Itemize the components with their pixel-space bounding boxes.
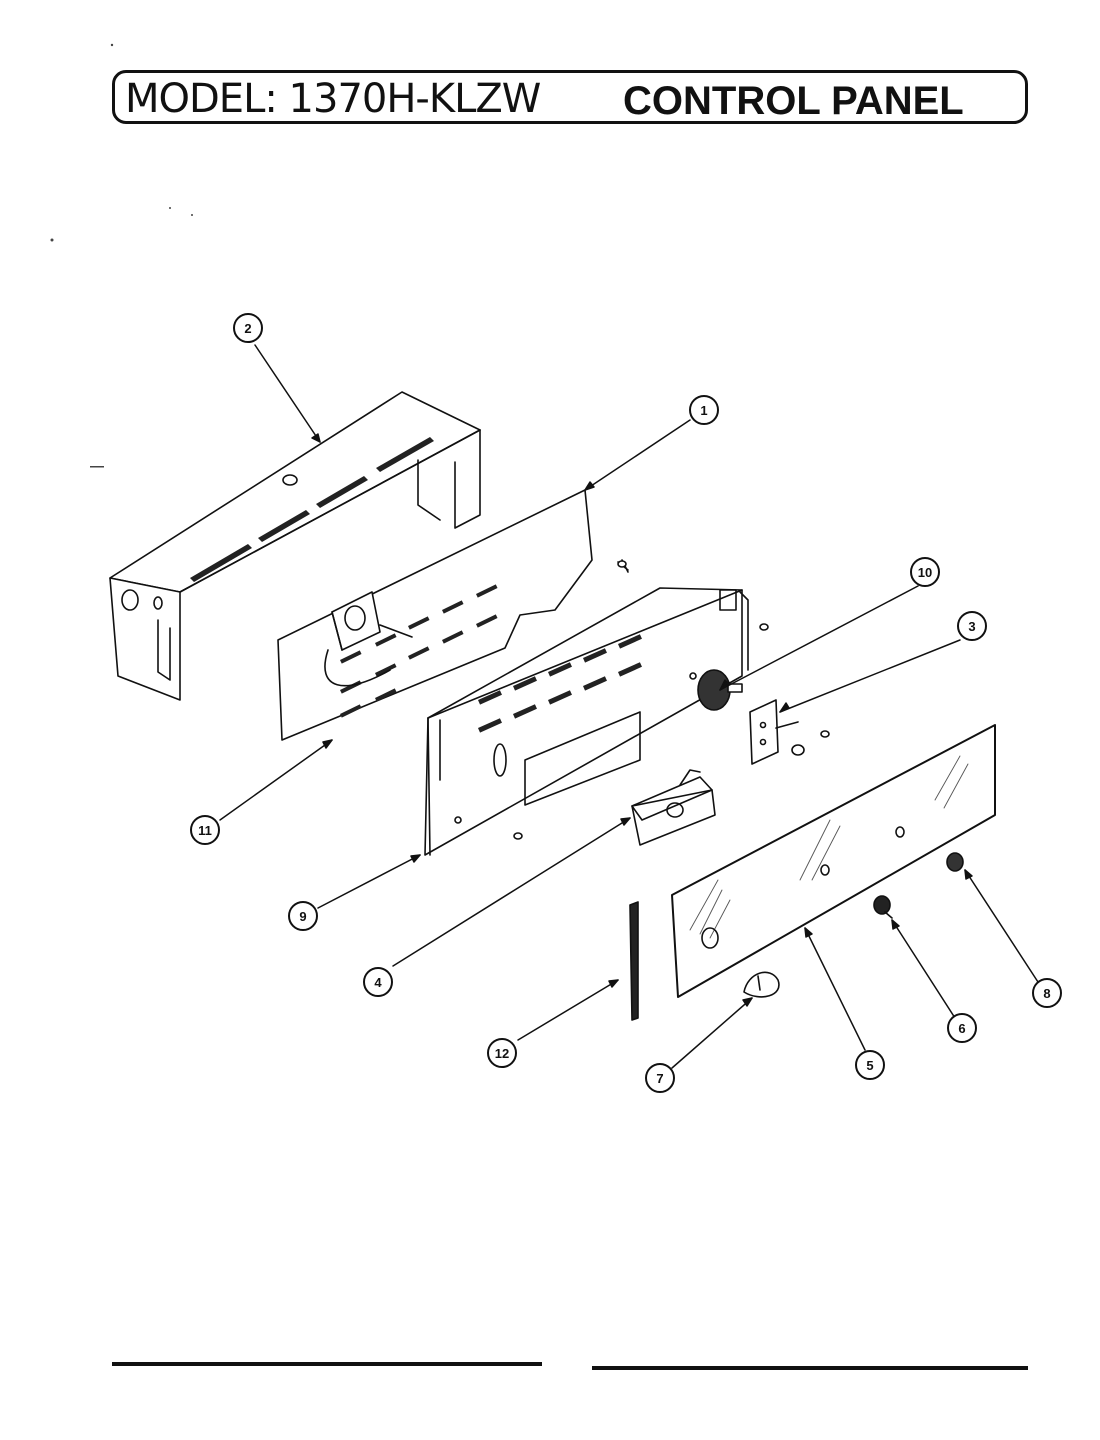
model-number: MODEL: 1370H-KLZW <box>125 76 541 122</box>
callout-3-label: 3 <box>968 619 975 634</box>
front-frame-part <box>424 587 749 856</box>
glass-panel-part <box>671 724 996 998</box>
callout-2: 2 <box>233 313 263 343</box>
callout-12: 12 <box>487 1038 517 1068</box>
knob-part <box>743 971 780 998</box>
small-screws <box>513 560 830 840</box>
callout-5: 5 <box>855 1050 885 1080</box>
title-banner: MODEL: 1370H-KLZW CONTROL PANEL <box>112 70 1028 124</box>
callout-12-label: 12 <box>495 1046 509 1061</box>
callout-10-label: 10 <box>918 565 932 580</box>
back-panel-part <box>277 489 629 741</box>
rotary-switch-part <box>697 669 743 711</box>
callout-6: 6 <box>947 1013 977 1043</box>
light-housing-part <box>631 769 716 846</box>
leader-lines <box>219 344 1039 1069</box>
callout-7: 7 <box>645 1063 675 1093</box>
callout-1-label: 1 <box>700 403 707 418</box>
callout-4: 4 <box>363 967 393 997</box>
callout-7-label: 7 <box>656 1071 663 1086</box>
rear-housing-part <box>109 391 481 701</box>
section-title: CONTROL PANEL <box>623 79 964 123</box>
callout-8: 8 <box>1032 978 1062 1008</box>
footer-rule-left <box>112 1362 542 1366</box>
scan-specks <box>50 43 193 468</box>
clip-part <box>946 852 964 872</box>
footer-rule-right <box>592 1366 1028 1370</box>
callout-4-label: 4 <box>374 975 382 990</box>
callout-9: 9 <box>288 901 318 931</box>
callout-8-label: 8 <box>1043 986 1050 1001</box>
clock-module-part <box>324 591 413 687</box>
mounting-bracket-part <box>749 699 799 765</box>
callout-6-label: 6 <box>958 1021 965 1036</box>
callout-1: 1 <box>689 395 719 425</box>
trim-strip-part <box>629 901 639 1021</box>
callout-11-label: 11 <box>198 823 212 838</box>
callout-11: 11 <box>190 815 220 845</box>
callout-5-label: 5 <box>866 1058 873 1073</box>
callout-10: 10 <box>910 557 940 587</box>
screw-part <box>873 895 893 919</box>
callout-2-label: 2 <box>244 321 251 336</box>
callout-3: 3 <box>957 611 987 641</box>
callout-9-label: 9 <box>299 909 306 924</box>
